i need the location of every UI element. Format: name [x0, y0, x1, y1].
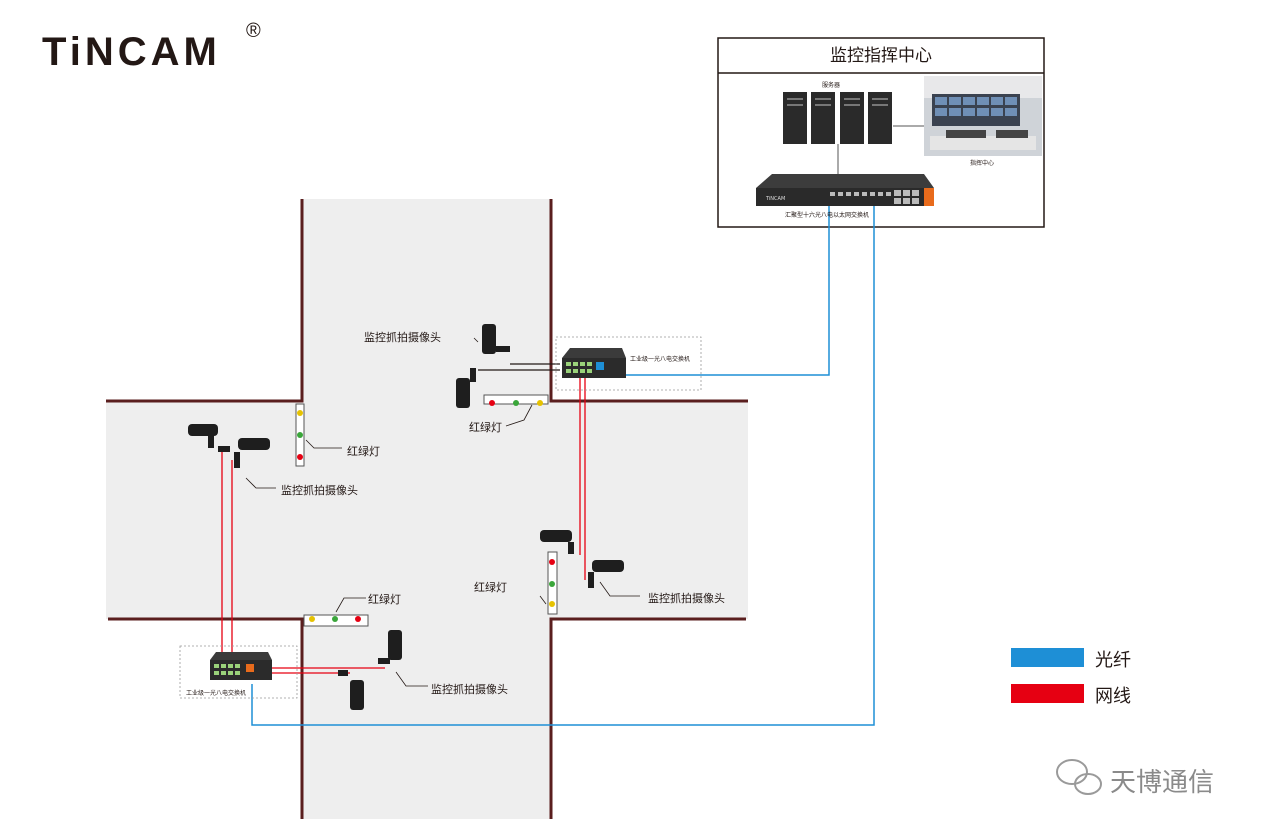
server-rack-icons — [783, 92, 924, 178]
camera-label-top: 监控抓拍摄像头 — [364, 331, 441, 344]
core-switch-label: 汇聚型十六光八电以太网交换机 — [785, 212, 870, 219]
camera-bottom-2-icon — [338, 670, 364, 710]
command-room-image — [924, 76, 1042, 156]
camera-bottom-1-icon — [378, 630, 402, 664]
command-center-title: 监控指挥中心 — [830, 46, 932, 66]
core-switch-brand: TiNCAM — [766, 196, 786, 202]
camera-label-bottom: 监控抓拍摄像头 — [431, 683, 508, 696]
camera-label-left: 监控抓拍摄像头 — [281, 484, 358, 497]
camera-left-1-icon — [188, 424, 230, 452]
legend-cable-label: 网线 — [1095, 686, 1131, 707]
camera-label-right: 监控抓拍摄像头 — [648, 592, 725, 605]
light-label-bottom: 红绿灯 — [368, 593, 401, 606]
light-label-top: 红绿灯 — [469, 421, 502, 434]
legend-fiber-label: 光纤 — [1095, 650, 1131, 671]
wechat-icon — [1056, 759, 1102, 795]
light-label-right: 红绿灯 — [474, 581, 507, 594]
fiber-links — [251, 206, 875, 726]
camera-right-2-icon — [588, 560, 624, 588]
switch-bottom-icon — [210, 652, 272, 680]
traffic-light-bottom-icon — [303, 614, 369, 627]
traffic-light-right-icon — [547, 551, 558, 615]
legend-cable-swatch — [1011, 684, 1084, 703]
light-label-left: 红绿灯 — [347, 445, 380, 458]
switch-top-icon — [562, 348, 626, 378]
camera-right-1-icon — [540, 530, 574, 554]
core-switch-icon — [756, 174, 934, 206]
camera-top-1-icon — [482, 324, 510, 354]
camera-icons — [188, 324, 624, 710]
ethernet-links — [221, 378, 586, 674]
switch-top-label: 工业级一光八电交换机 — [630, 356, 691, 363]
legend-fiber-swatch — [1011, 648, 1084, 667]
brand-logo: TiNCAM — [42, 30, 221, 74]
traffic-light-left-icon — [295, 403, 305, 467]
camera-left-2-icon — [234, 438, 270, 468]
camera-top-2-icon — [456, 368, 476, 408]
traffic-light-top-icon — [483, 394, 549, 406]
switch-bottom-label: 工业级一光八电交换机 — [186, 690, 247, 697]
watermark-text: 天博通信 — [1110, 768, 1215, 798]
registered-mark: ® — [246, 20, 261, 42]
server-label: 服务器 — [822, 82, 841, 89]
room-label: 指挥中心 — [970, 160, 995, 167]
intersection-roads — [106, 199, 748, 819]
